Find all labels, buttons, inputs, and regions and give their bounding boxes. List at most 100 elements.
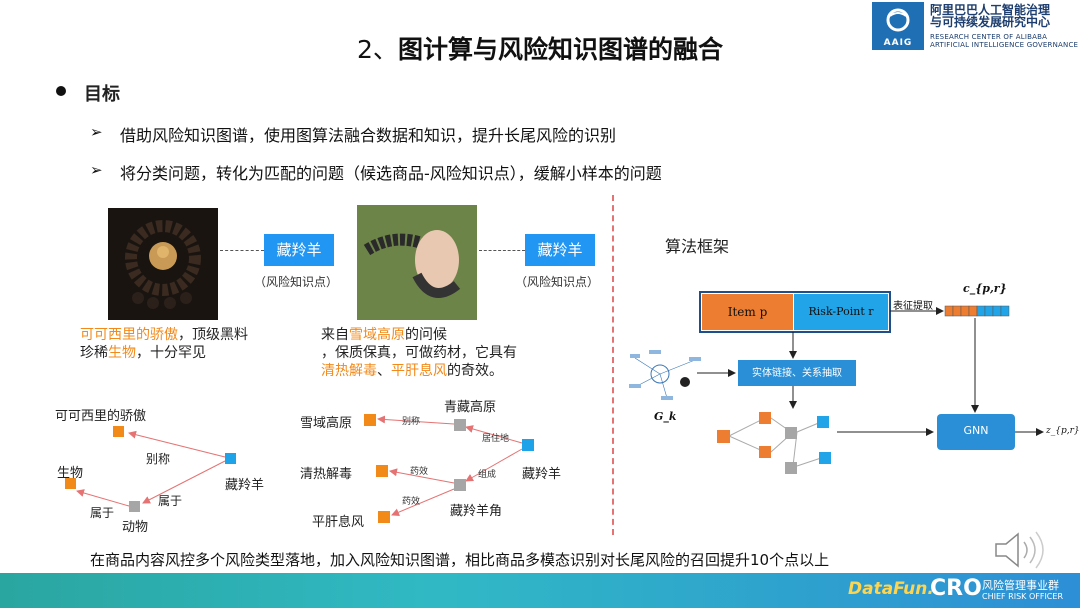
gk-label: G_k	[654, 410, 677, 423]
desc-highlight: 清热解毒	[321, 363, 377, 379]
edge-belong	[142, 460, 226, 504]
page-title: 2、图计算与风险知识图谱的融合	[0, 30, 1080, 66]
edge-belong-2	[76, 489, 130, 507]
z-output-label: z_{p,r}	[1046, 426, 1080, 436]
edge-live	[465, 425, 523, 444]
desc-highlight: 生物	[108, 345, 136, 361]
desc-highlight: 雪域高原	[349, 327, 405, 343]
desc-highlight: 可可西里的骄傲	[80, 327, 178, 343]
node-heat	[376, 465, 388, 477]
desc-text: 的问候	[405, 327, 447, 343]
g2-label-plateau: 青藏高原	[444, 400, 497, 415]
footer-cn: 风险管理事业群	[982, 579, 1059, 592]
logo-en: RESEARCH CENTER OF ALIBABA ARTIFICIAL IN…	[930, 33, 1080, 49]
g1-label-bottom: 动物	[122, 520, 149, 535]
title-number: 2、	[357, 35, 398, 64]
risk-box	[794, 294, 888, 330]
desc-text: ，保质保真，可做药材，它具有	[321, 345, 517, 361]
beads-image-icon	[125, 220, 201, 309]
subgraph	[717, 412, 831, 474]
aaig-mark-icon	[886, 8, 910, 32]
edge-alias	[377, 415, 455, 425]
connector-line	[479, 250, 525, 251]
bullet-arrow-icon: ➢	[90, 161, 103, 179]
goal-bullet-dot	[56, 86, 66, 96]
entity-link-label: 实体链接、关系抽取	[752, 368, 842, 379]
desc-text: ，十分罕见	[136, 345, 206, 361]
edge-alias	[128, 430, 226, 458]
edge-compose	[465, 448, 523, 482]
product-photo-beads	[108, 208, 218, 320]
gnn-label: GNN	[963, 424, 989, 437]
g2-label-antelope: 藏羚羊	[522, 467, 562, 482]
entity-link-box	[738, 360, 856, 386]
node-kekexili	[113, 426, 124, 437]
input-box	[699, 291, 891, 333]
footer-bar: DataFun. CRO 风险管理事业群 CHIEF RISK OFFICER	[0, 573, 1080, 608]
desc-text: 的奇效。	[447, 363, 503, 379]
knowledge-graph-2	[364, 414, 534, 523]
cro-logo: CRO	[930, 576, 982, 601]
desc-text: 、	[377, 363, 391, 379]
g1-label-left: 生物	[57, 466, 84, 481]
node-animal	[129, 501, 140, 512]
node-liver	[378, 511, 390, 523]
g1-edge-belong1: 属于	[158, 494, 183, 508]
node-qinghai-tibet	[454, 419, 466, 431]
risk-tag-2-sub: （风险知识点）	[515, 275, 600, 289]
goal-bullet-2: 将分类问题，转化为匹配的问题（候选商品-风险知识点），缓解小样本的问题	[120, 164, 662, 183]
algorithm-diagram	[629, 291, 1044, 474]
item-p-label: Item p	[727, 305, 768, 319]
g2-edge-alias: 别称	[402, 417, 421, 427]
goal-bullet-1: 借助风险知识图谱，使用图算法融合数据和知识，提升长尾风险的识别	[120, 126, 617, 145]
node-antelope	[225, 453, 236, 464]
title-text: 图计算与风险知识图谱的融合	[397, 35, 723, 64]
datafun-logo: DataFun.	[848, 579, 934, 599]
aaig-logo: AAIG	[872, 2, 924, 50]
node-creature	[65, 478, 76, 489]
goal-heading: 目标	[84, 84, 120, 105]
logo-cn-line2: 与可持续发展研究中心	[930, 15, 1051, 29]
framework-title: 算法框架	[665, 237, 730, 256]
risk-tag-1: 藏羚羊	[264, 234, 334, 266]
gnn-box	[937, 414, 1015, 450]
g2-label-horn: 藏羚羊角	[450, 504, 503, 519]
knowledge-graph-1	[65, 426, 236, 512]
g1-label-top: 可可西里的骄傲	[55, 409, 147, 424]
gk-graph-icon	[629, 350, 701, 400]
desc-text: 珍稀	[80, 345, 108, 361]
product-photo-horn	[357, 205, 477, 320]
logo-mark-text: AAIG	[883, 38, 913, 48]
example-1-desc: 可可西里的骄傲，顶级黑料 珍稀生物，十分罕见	[80, 326, 290, 362]
g1-edge-belong2: 属于	[90, 506, 115, 520]
g2-edge-effect2: 药效	[402, 497, 421, 507]
connector-line	[220, 250, 264, 251]
risk-tag-2: 藏羚羊	[525, 234, 595, 266]
logo-cn-line1: 阿里巴巴人工智能治理	[930, 3, 1051, 17]
g2-edge-effect1: 药效	[410, 467, 429, 477]
g2-edge-compose: 组成	[478, 470, 497, 480]
risk-point-label: Risk-Point r	[808, 305, 874, 318]
g2-edge-live: 居住地	[482, 434, 510, 444]
g1-label-right: 藏羚羊	[225, 478, 265, 493]
node-antelope	[522, 439, 534, 451]
risk-tag-1-sub: （风险知识点）	[254, 275, 339, 289]
horn-image-icon	[357, 205, 477, 320]
summary-text: 在商品内容风控多个风险类型落地，加入风险知识图谱，相比商品多模态识别对长尾风险的…	[90, 551, 830, 569]
logo-en-line2: ARTIFICIAL INTELLIGENCE GOVERNANCE	[930, 41, 1079, 49]
desc-highlight: 平肝息风	[391, 363, 447, 379]
c-label: c_{p,r}	[963, 282, 1007, 295]
example-2-desc: 来自雪域高原的问候 ，保质保真，可做药材，它具有 清热解毒、平肝息风的奇效。	[321, 326, 581, 380]
node-snow-plateau	[364, 414, 376, 426]
item-box	[702, 294, 793, 330]
footer-en: CHIEF RISK OFFICER	[982, 592, 1064, 601]
g2-label-liver: 平肝息风	[312, 515, 365, 530]
g2-label-heat: 清热解毒	[300, 467, 353, 482]
bullet-arrow-icon: ➢	[90, 123, 103, 141]
section-divider	[612, 195, 614, 535]
speaker-icon[interactable]	[990, 528, 1050, 572]
logo-en-line1: RESEARCH CENTER OF ALIBABA	[930, 33, 1048, 41]
g1-edge-alias: 别称	[146, 452, 171, 466]
logo-cn: 阿里巴巴人工智能治理 与可持续发展研究中心	[930, 4, 1080, 28]
edge-effect1	[389, 468, 455, 484]
